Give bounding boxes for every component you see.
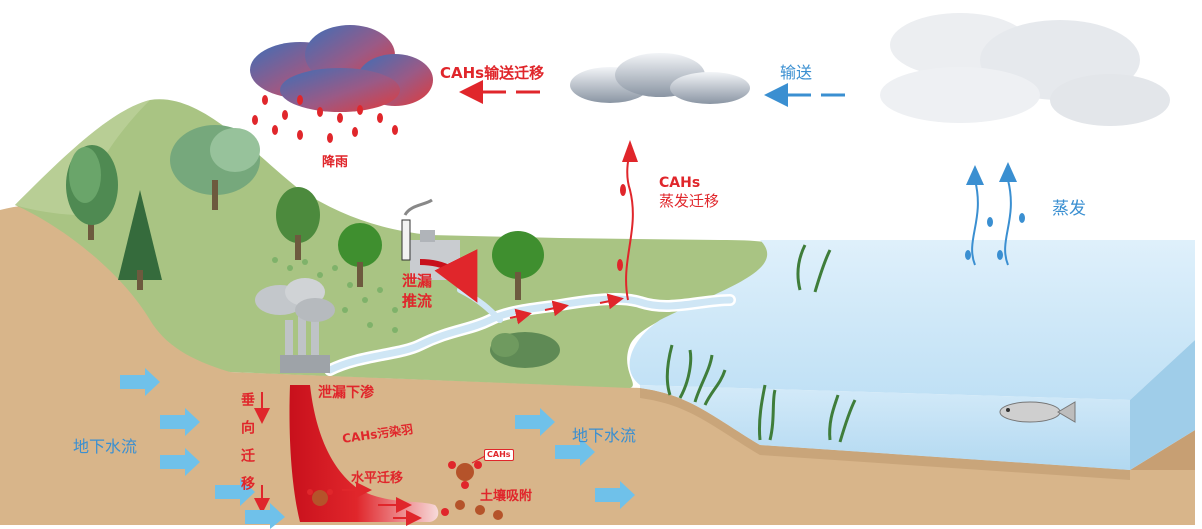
lake-plants bbox=[665, 244, 857, 443]
red-cloud bbox=[250, 25, 433, 112]
label-leak-runoff-2: 推流 bbox=[402, 292, 433, 310]
lake-bed bbox=[640, 388, 1130, 480]
cahs-tag: CAHs bbox=[484, 449, 514, 461]
groundwater-arrows-left bbox=[120, 368, 285, 529]
tree-group bbox=[66, 125, 560, 368]
factory bbox=[255, 198, 460, 373]
label-evaporation: 蒸发 bbox=[1052, 199, 1086, 219]
leak-runoff-arrow bbox=[419, 249, 478, 303]
label-cahs-evap-1: CAHs bbox=[659, 175, 701, 191]
cahs-evap-arrow bbox=[617, 140, 638, 301]
rain-drops bbox=[252, 95, 398, 143]
lake-surface bbox=[629, 240, 1195, 400]
label-cahs-evap-2: 蒸发迁移 bbox=[659, 192, 720, 210]
label-leak-infiltration: 泄漏下渗 bbox=[318, 385, 374, 401]
label-rain: 降雨 bbox=[322, 155, 349, 170]
groundwater-arrows-right bbox=[515, 408, 635, 509]
label-soil-adsorption: 土壤吸附 bbox=[480, 489, 533, 504]
horizontal-arrows bbox=[342, 482, 422, 526]
lake-side bbox=[1130, 340, 1195, 470]
label-horizontal-migration: 水平迁移 bbox=[351, 471, 404, 486]
gray-cloud bbox=[570, 53, 750, 104]
label-vertical-migration: 垂向迁移 bbox=[239, 392, 255, 504]
cahs-tag-connector bbox=[471, 455, 486, 464]
label-cahs-transport: CAHs输送迁移 bbox=[440, 64, 545, 82]
label-transport: 输送 bbox=[780, 63, 813, 82]
evap-arrows bbox=[965, 162, 1025, 266]
cahs-plume bbox=[289, 385, 439, 522]
fish bbox=[999, 401, 1076, 423]
label-groundwater-left: 地下水流 bbox=[73, 437, 138, 456]
white-cloud bbox=[880, 13, 1170, 126]
soil-adsorption-molecules bbox=[307, 461, 503, 520]
label-groundwater-right: 地下水流 bbox=[572, 426, 637, 445]
label-leak-runoff-1: 泄漏 bbox=[402, 272, 433, 290]
river-flow-arrows bbox=[509, 293, 624, 325]
